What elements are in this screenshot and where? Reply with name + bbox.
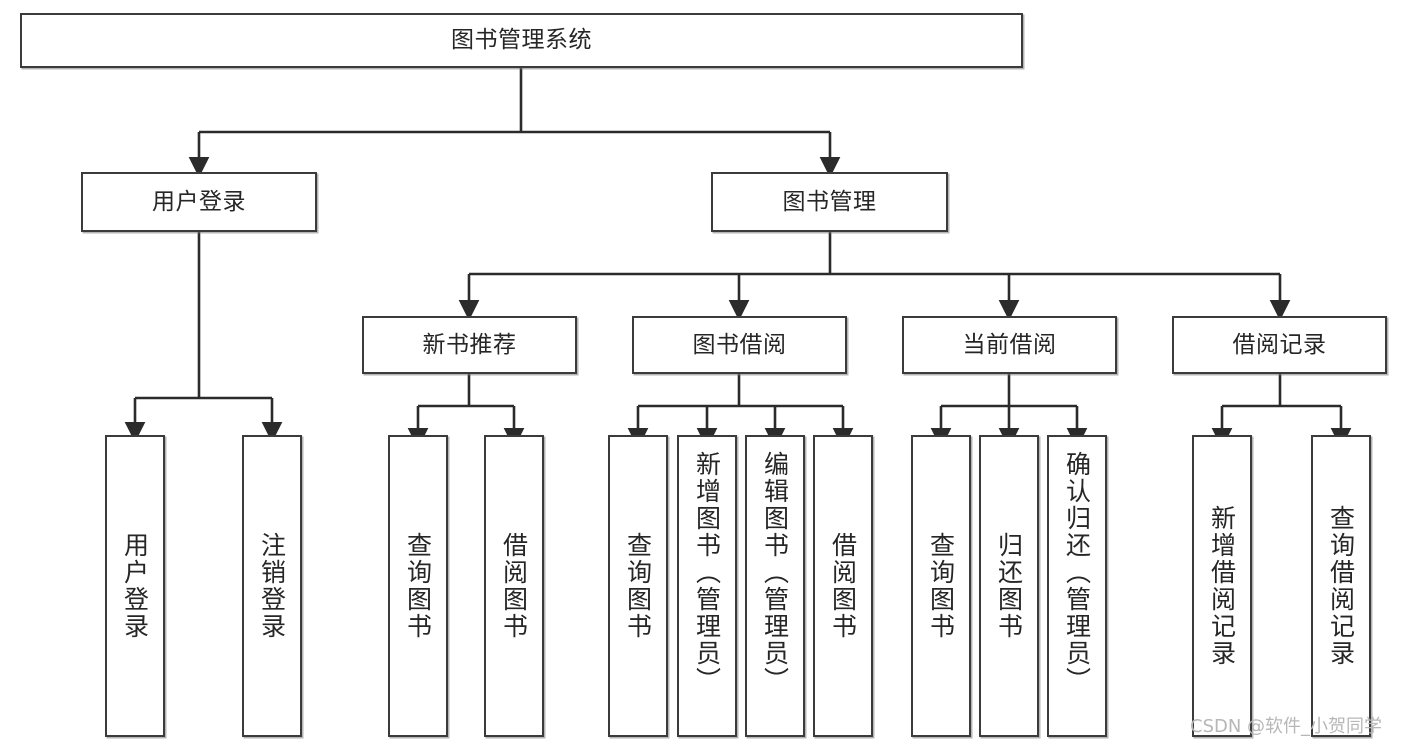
- node-label: 图书借阅: [692, 331, 787, 358]
- node-label: 新增图书（管理员）: [692, 451, 722, 694]
- node-label: 用户登录: [120, 532, 150, 640]
- node-label: 图书管理: [782, 188, 877, 215]
- leaf-user-login-do[interactable]: 用户登录: [105, 435, 165, 737]
- node-label: 归还图书: [994, 532, 1024, 640]
- node-new-book-recommend[interactable]: 新书推荐: [362, 316, 577, 374]
- leaf-borrow-query-book[interactable]: 查询图书: [608, 435, 668, 737]
- node-label: 当前借阅: [962, 331, 1057, 358]
- node-label: 新书推荐: [422, 331, 517, 358]
- leaf-borrow-add-book-admin[interactable]: 新增图书（管理员）: [677, 435, 737, 737]
- leaf-current-query-book[interactable]: 查询图书: [911, 435, 971, 737]
- node-label: 借阅图书: [499, 532, 529, 640]
- node-borrow-record[interactable]: 借阅记录: [1172, 316, 1387, 374]
- node-label: 新增借阅记录: [1207, 505, 1237, 667]
- leaf-recommend-query-book[interactable]: 查询图书: [388, 435, 448, 737]
- leaf-current-return-book[interactable]: 归还图书: [979, 435, 1039, 737]
- node-label: 用户登录: [152, 188, 246, 215]
- leaf-borrow-edit-book-admin[interactable]: 编辑图书（管理员）: [745, 435, 805, 737]
- leaf-record-query-record[interactable]: 查询借阅记录: [1311, 435, 1371, 737]
- node-label: 查询图书: [926, 532, 956, 640]
- node-root-system[interactable]: 图书管理系统: [20, 13, 1023, 68]
- leaf-current-confirm-return-admin[interactable]: 确认归还（管理员）: [1047, 435, 1107, 737]
- node-label: 图书管理系统: [451, 27, 592, 54]
- node-book-borrow[interactable]: 图书借阅: [632, 316, 847, 374]
- node-label: 借阅图书: [828, 532, 858, 640]
- csdn-watermark: CSDN @软件_小贺同学: [1190, 716, 1383, 737]
- node-book-management[interactable]: 图书管理: [711, 172, 948, 232]
- node-label: 查询图书: [623, 532, 653, 640]
- node-label: 注销登录: [257, 532, 287, 640]
- node-label: 借阅记录: [1232, 331, 1327, 358]
- node-label: 编辑图书（管理员）: [760, 451, 790, 694]
- node-label: 查询借阅记录: [1326, 505, 1356, 667]
- leaf-borrow-borrow-book[interactable]: 借阅图书: [813, 435, 873, 737]
- node-current-borrow[interactable]: 当前借阅: [902, 316, 1117, 374]
- leaf-recommend-borrow-book[interactable]: 借阅图书: [484, 435, 544, 737]
- node-user-login[interactable]: 用户登录: [81, 172, 317, 232]
- leaf-record-add-record[interactable]: 新增借阅记录: [1192, 435, 1252, 737]
- node-label: 确认归还（管理员）: [1062, 451, 1092, 694]
- node-label: 查询图书: [403, 532, 433, 640]
- leaf-user-logout[interactable]: 注销登录: [242, 435, 302, 737]
